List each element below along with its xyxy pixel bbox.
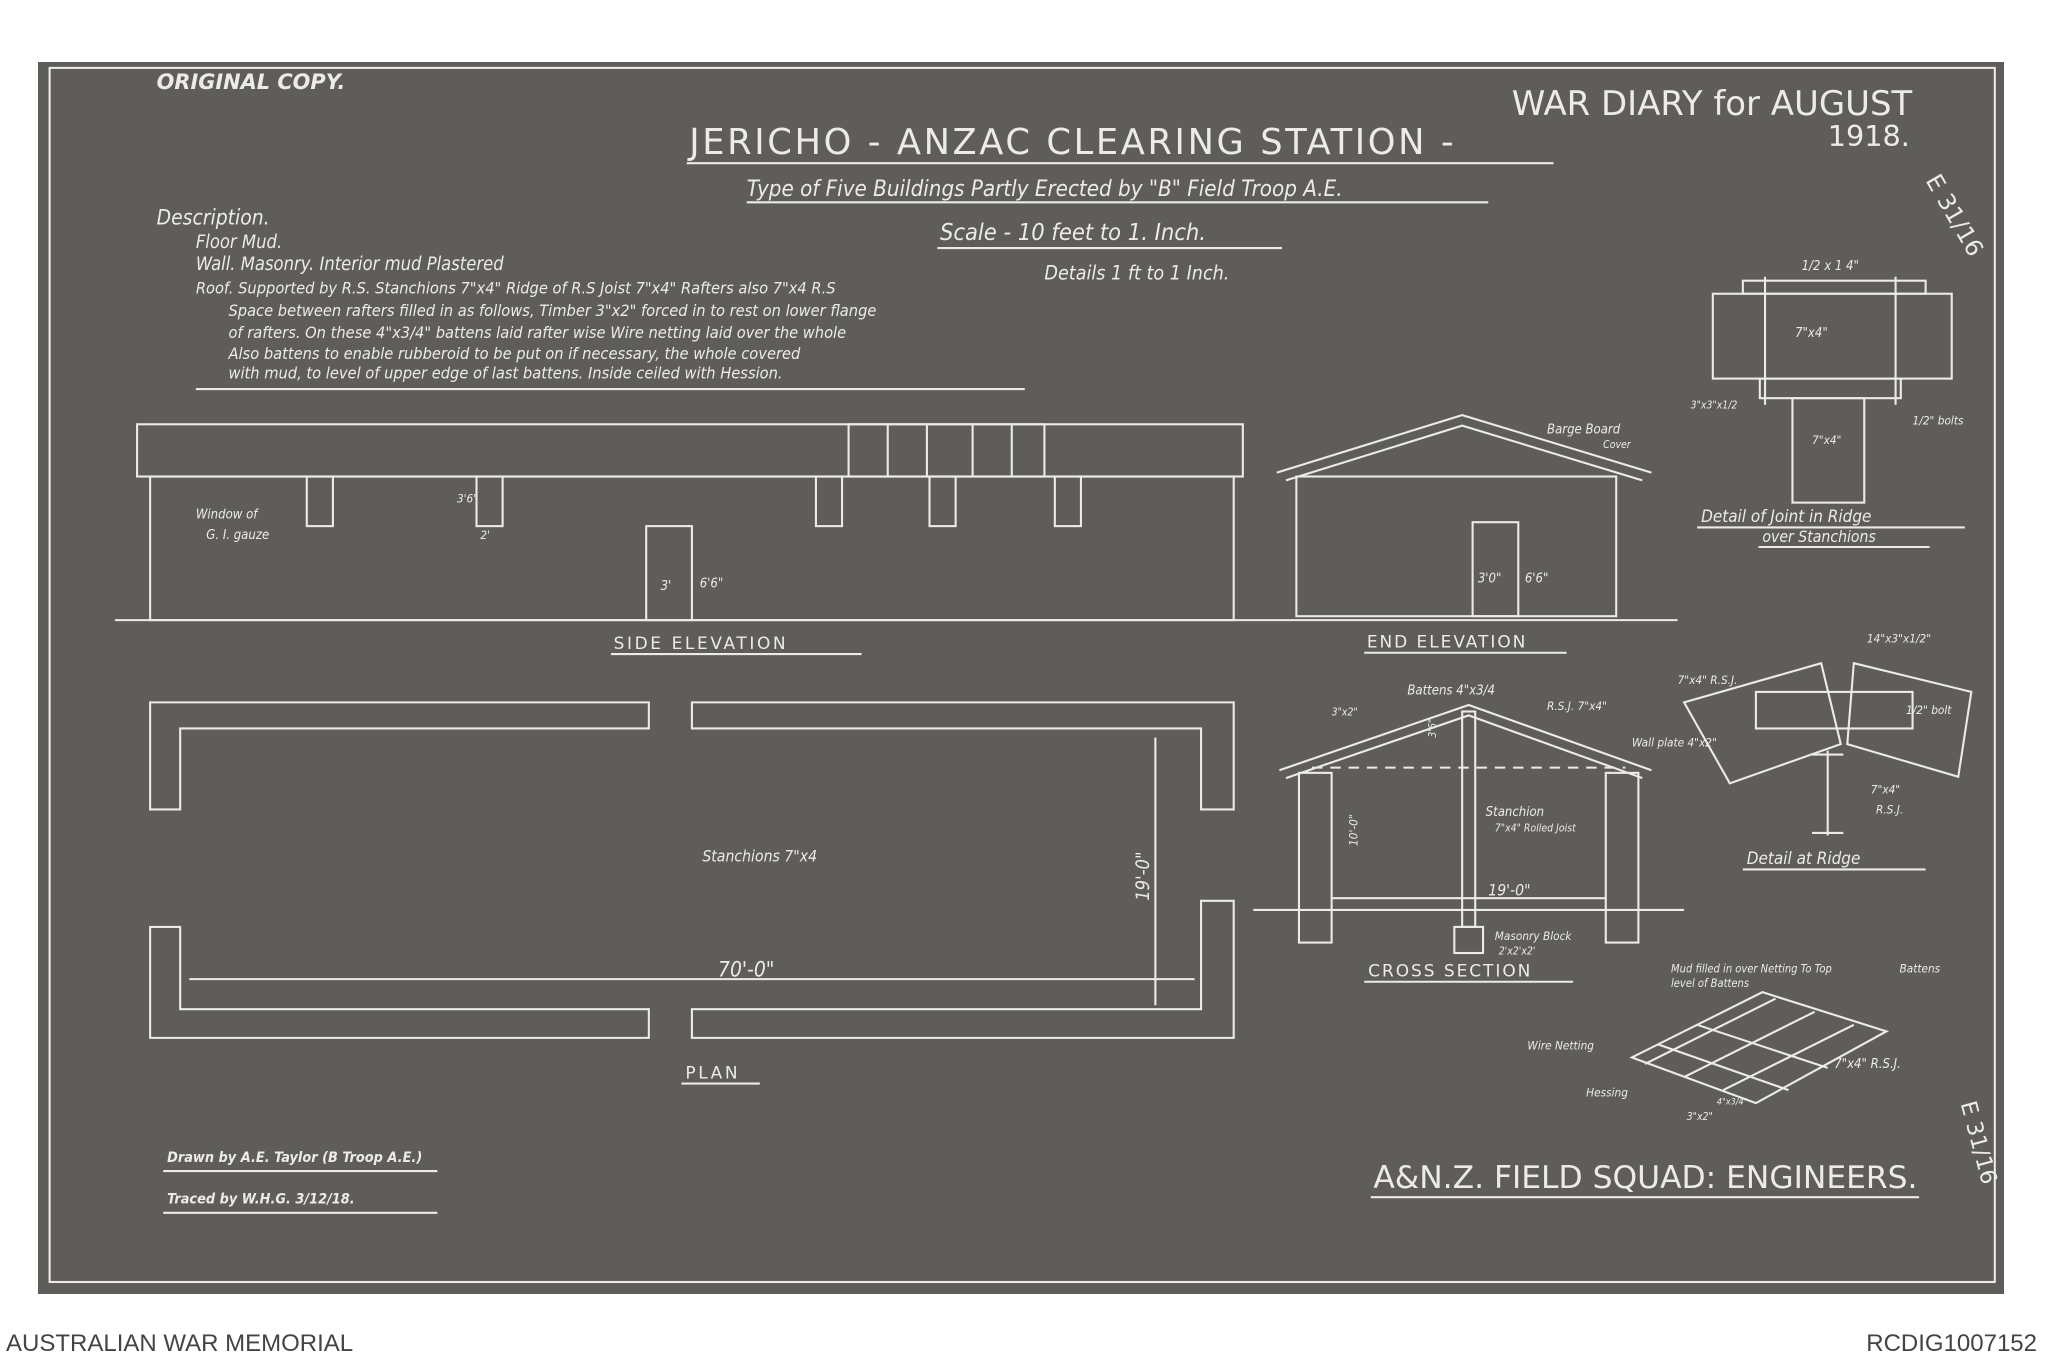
svg-text:7"x4": 7"x4": [1795, 326, 1828, 341]
svg-text:Battens 4"x3/4: Battens 4"x3/4: [1407, 684, 1495, 699]
svg-text:2'x2'x2': 2'x2'x2': [1499, 945, 1536, 957]
svg-text:Description.: Description.: [157, 206, 270, 230]
svg-text:END ELEVATION: END ELEVATION: [1367, 633, 1527, 653]
svg-text:Floor Mud.: Floor Mud.: [196, 232, 282, 253]
svg-text:Roof. Supported by R.S. Stanch: Roof. Supported by R.S. Stanchions 7"x4"…: [196, 279, 836, 298]
svg-text:Barge Board: Barge Board: [1547, 422, 1621, 437]
svg-text:Mud filled in over Netting To: Mud filled in over Netting To Top: [1671, 963, 1832, 976]
svg-text:6'6": 6'6": [1525, 571, 1549, 586]
svg-text:7"x4" R.S.J.: 7"x4" R.S.J.: [1678, 673, 1738, 687]
svg-text:PLAN: PLAN: [685, 1063, 740, 1083]
footer-id: RCDIG1007152: [1866, 1330, 2037, 1357]
svg-text:Window of: Window of: [196, 507, 259, 522]
svg-text:3'0": 3'0": [1478, 571, 1502, 586]
svg-text:3'6": 3'6": [457, 492, 478, 506]
svg-text:SIDE ELEVATION: SIDE ELEVATION: [614, 634, 789, 654]
svg-text:R.S.J.: R.S.J.: [1876, 802, 1903, 816]
svg-text:Hessing: Hessing: [1586, 1086, 1628, 1100]
svg-text:Detail of Joint in Ridge: Detail of Joint in Ridge: [1701, 507, 1871, 527]
svg-text:7"x4" Rolled Joist: 7"x4" Rolled Joist: [1495, 823, 1576, 835]
page-title: JERICHO - ANZAC CLEARING STATION -: [687, 122, 1456, 163]
sheet-border: [48, 66, 1996, 1284]
svg-text:Also battens to enable rubbero: Also battens to enable rubberoid to be p…: [227, 344, 801, 363]
svg-text:14"x3"x1/2": 14"x3"x1/2": [1867, 631, 1931, 645]
svg-text:with mud, to level of upper ed: with mud, to level of upper edge of last…: [228, 364, 782, 383]
unit-name: A&N.Z. FIELD SQUAD: ENGINEERS.: [1373, 1160, 1917, 1196]
svg-text:19'-0": 19'-0": [1133, 851, 1154, 900]
svg-text:G. I. gauze: G. I. gauze: [206, 528, 269, 543]
svg-text:3'6": 3'6": [1427, 719, 1439, 738]
svg-text:Cover: Cover: [1603, 439, 1632, 451]
plan: Stanchions 7"x4 70'-0" 19'-0" PLAN: [149, 701, 1235, 1085]
ridge-detail: 7"x4" R.S.J. 14"x3"x1/2" 1/2" bolt 7"x4"…: [1678, 631, 1973, 871]
svg-text:3"x2": 3"x2": [1332, 706, 1358, 718]
svg-text:Wire Netting: Wire Netting: [1527, 1039, 1594, 1053]
svg-text:Stanchions 7"x4: Stanchions 7"x4: [702, 847, 817, 866]
svg-text:Space between rafters filled i: Space between rafters filled in as follo…: [228, 301, 876, 320]
svg-text:10'-0": 10'-0": [1347, 814, 1361, 846]
svg-text:1/2" bolt: 1/2" bolt: [1906, 703, 1952, 717]
svg-text:7"x4": 7"x4": [1871, 783, 1900, 797]
scale: Scale - 10 feet to 1. Inch.: [940, 218, 1206, 246]
svg-text:Masonry Block: Masonry Block: [1495, 929, 1573, 943]
svg-text:4"x3/4": 4"x3/4": [1717, 1097, 1748, 1107]
svg-text:19'-0": 19'-0": [1488, 881, 1530, 900]
svg-text:1/2" bolts: 1/2" bolts: [1913, 413, 1964, 427]
svg-text:7"x4": 7"x4": [1812, 433, 1841, 447]
traced-by: Traced by W.H.G. 3/12/18.: [167, 1192, 355, 1208]
svg-text:6'6": 6'6": [700, 576, 724, 591]
svg-text:level of Battens: level of Battens: [1671, 977, 1749, 990]
svg-text:3': 3': [661, 579, 672, 594]
svg-text:CROSS SECTION: CROSS SECTION: [1368, 962, 1532, 982]
joint-detail: 1/2 x 1 4" 7"x4" 3"x3"x1/2 1/2" bolts 7"…: [1691, 259, 1965, 549]
svg-text:3"x2": 3"x2": [1687, 1111, 1713, 1123]
war-diary: WAR DIARY for AUGUST: [1512, 84, 1913, 124]
subtitle: Type of Five Buildings Partly Erected by…: [747, 176, 1343, 202]
footer-source: AUSTRALIAN WAR MEMORIAL: [6, 1330, 354, 1357]
svg-text:of rafters. On these 4"x3/4" b: of rafters. On these 4"x3/4" battens lai…: [228, 323, 846, 342]
side-elevation: Window of G. I. gauze 3'6" 2' 3' 6'6" SI…: [114, 423, 1678, 656]
svg-text:1/2 x 1 4": 1/2 x 1 4": [1802, 259, 1859, 274]
description: Description. Floor Mud. Wall. Masonry. I…: [157, 206, 1025, 391]
isometric-roof-detail: Mud filled in over Netting To Top level …: [1527, 962, 1940, 1124]
svg-text:2': 2': [480, 528, 490, 542]
svg-text:7"x4" R.S.J.: 7"x4" R.S.J.: [1834, 1057, 1901, 1072]
blueprint-sheet: [38, 62, 2004, 1294]
svg-text:Stanchion: Stanchion: [1486, 805, 1544, 820]
end-elevation: Barge Board Cover 3'0" 6'6" END ELEVATIO…: [1276, 414, 1652, 654]
svg-text:Wall. Masonry. Interior mud Pl: Wall. Masonry. Interior mud Plastered: [196, 254, 504, 275]
svg-text:70'-0": 70'-0": [718, 958, 774, 982]
drawn-by: Drawn by A.E. Taylor (B Troop A.E.): [167, 1150, 422, 1166]
svg-text:over Stanchions: over Stanchions: [1762, 527, 1876, 546]
year: 1918.: [1828, 119, 1910, 153]
original-copy: ORIGINAL COPY.: [157, 70, 346, 94]
svg-text:Detail at Ridge: Detail at Ridge: [1747, 849, 1861, 869]
svg-text:Battens: Battens: [1900, 962, 1941, 976]
svg-text:Wall plate 4"x2": Wall plate 4"x2": [1632, 736, 1717, 750]
cross-section: Battens 4"x3/4 R.S.J. 7"x4" Wall plate 4…: [1253, 684, 1717, 983]
svg-text:3"x3"x1/2: 3"x3"x1/2: [1691, 400, 1738, 412]
svg-text:R.S.J. 7"x4": R.S.J. 7"x4": [1547, 699, 1607, 713]
details-scale: Details 1 ft to 1 Inch.: [1044, 261, 1229, 284]
